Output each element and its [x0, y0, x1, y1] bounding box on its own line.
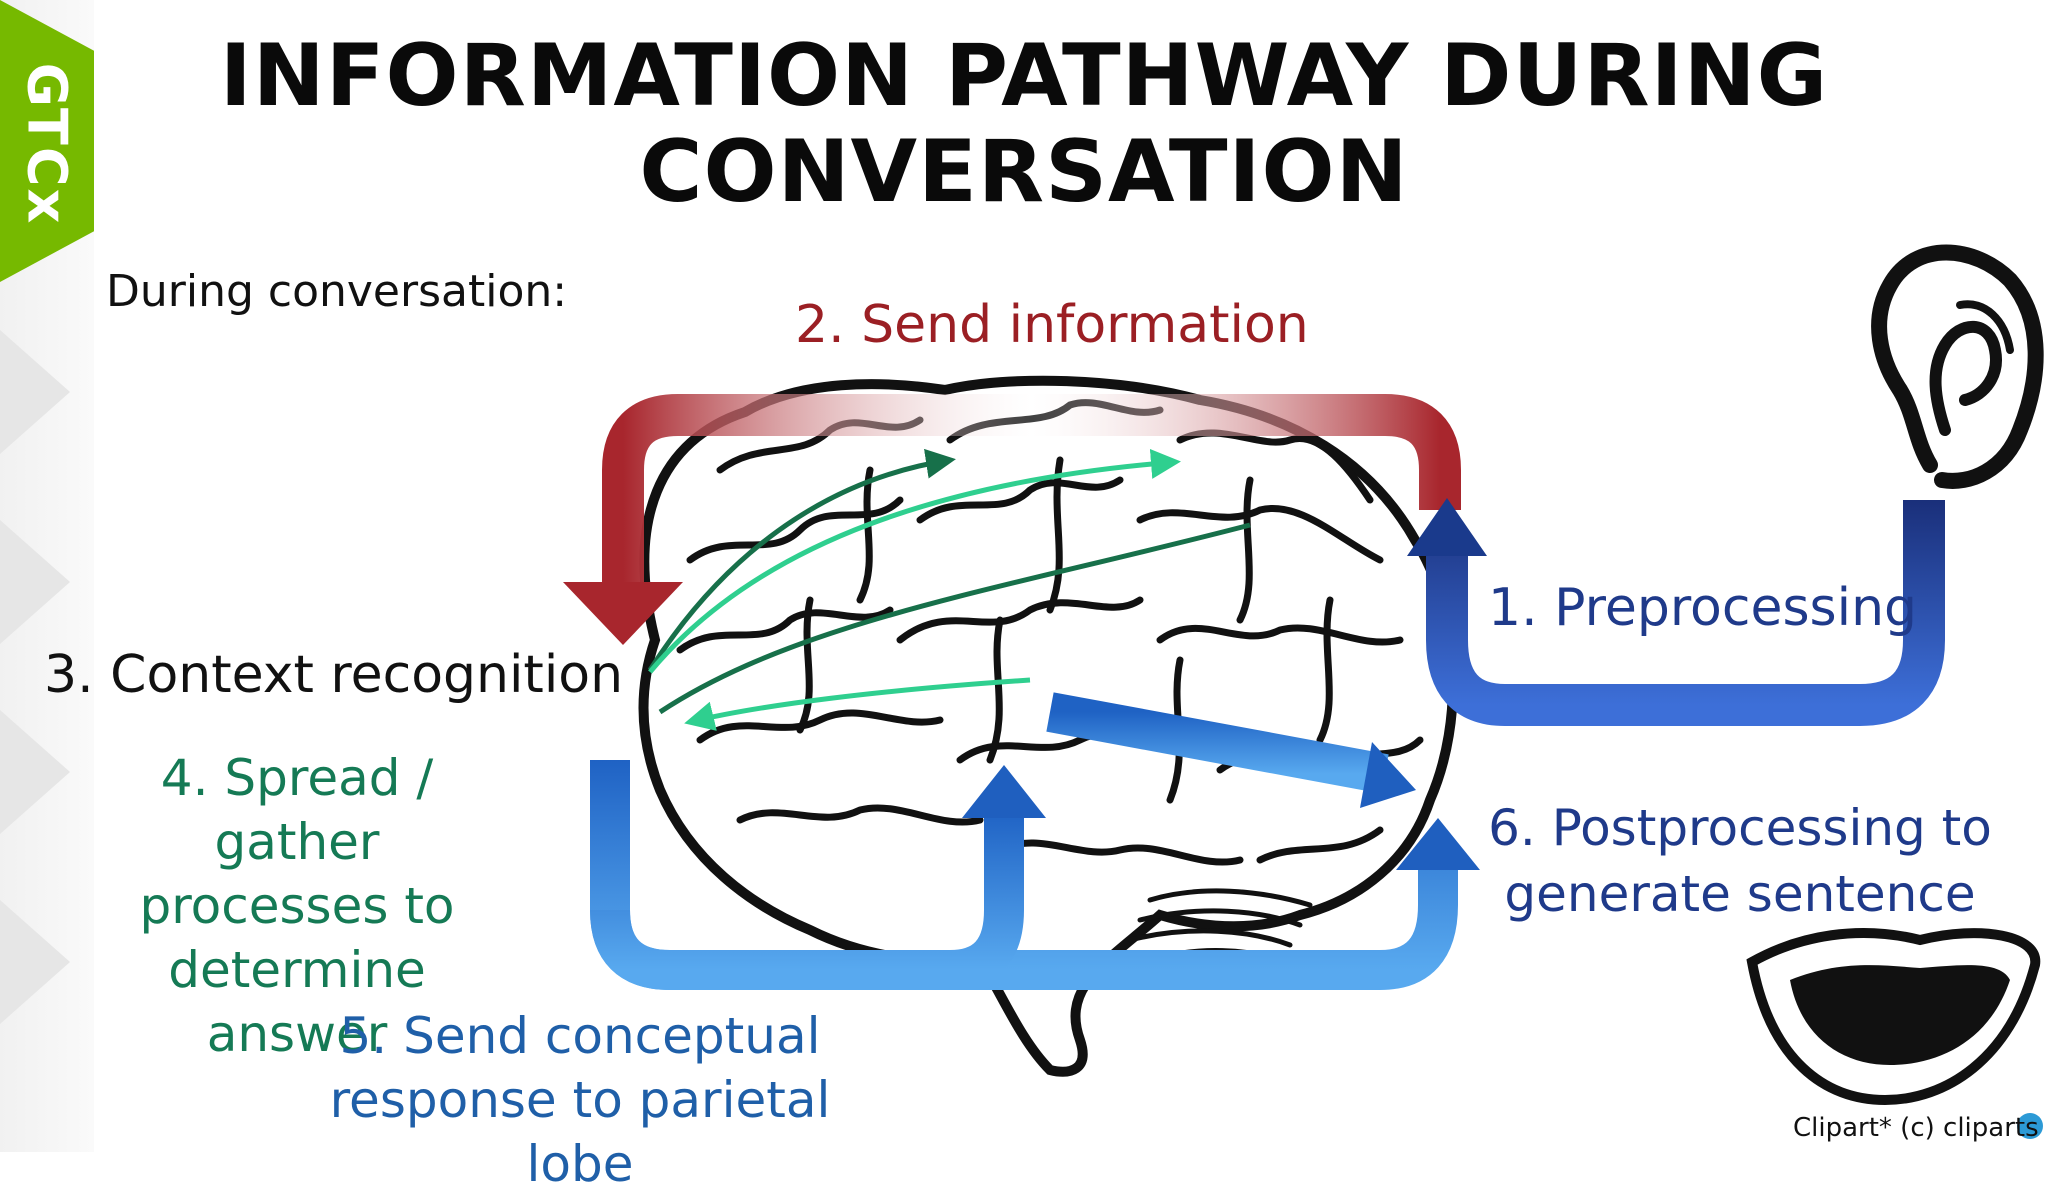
send-conceptual-arrowhead: [1396, 818, 1480, 870]
postprocessing-arrow: [1046, 692, 1389, 794]
sidebar-decoration: [0, 900, 70, 1024]
step-postprocessing: 6. Postprocessing to generate sentence: [1480, 795, 2000, 927]
send-information-arrowhead: [563, 582, 683, 645]
gtcx-logo: [0, 0, 94, 282]
step-send-conceptual-line-1: 5. Send conceptual: [339, 1007, 821, 1065]
step-postprocessing-line-1: 6. Postprocessing to: [1488, 799, 1992, 857]
send-conceptual-inner-arrowhead: [962, 765, 1046, 818]
step-send-conceptual: 5. Send conceptual response to parietal …: [270, 1004, 890, 1196]
step-spread-gather-line-1: 4. Spread / gather: [160, 749, 434, 871]
pathway-diagram: [563, 244, 2044, 1139]
send-conceptual-inner-arrow: [590, 810, 1024, 990]
title-line-1: INFORMATION PATHWAY DURING: [219, 26, 1829, 126]
preprocessing-arrowhead: [1407, 498, 1487, 556]
sidebar-decoration: [0, 520, 70, 644]
step-postprocessing-line-2: generate sentence: [1504, 865, 1976, 923]
return-arrow: [684, 677, 1031, 731]
clipart-credit: Clipart* (c) cliparts: [1793, 1113, 2039, 1143]
step-send-information: 2. Send information: [795, 295, 1309, 355]
gather-arrow-lower: [658, 522, 1251, 715]
sidebar-decoration: [0, 330, 70, 454]
step-spread-gather-line-2: processes to: [139, 877, 455, 935]
title-line-2: CONVERSATION: [639, 122, 1409, 222]
step-preprocessing: 1. Preprocessing: [1488, 578, 1918, 638]
send-information-arrow: [602, 394, 1461, 585]
step-spread-gather-line-3: determine answer: [168, 941, 426, 1063]
step-send-conceptual-line-2: response to parietal lobe: [329, 1071, 831, 1193]
clipart-badge-icon: [2017, 1113, 2043, 1139]
postprocessing-arrowhead: [1360, 742, 1416, 808]
mouth-icon: [1746, 928, 2041, 1106]
spread-arrow: [648, 448, 1181, 674]
gather-arrow: [647, 448, 956, 672]
preprocessing-arrow: [1426, 500, 1945, 726]
sidebar-decoration: [0, 710, 70, 834]
ear-icon: [1871, 244, 2044, 489]
step-context-recognition: 3. Context recognition: [44, 645, 624, 705]
page-title: INFORMATION PATHWAY DURING CONVERSATION: [160, 28, 1888, 220]
step-spread-gather: 4. Spread / gather processes to determin…: [72, 746, 522, 1066]
intro-text: During conversation:: [106, 266, 568, 317]
